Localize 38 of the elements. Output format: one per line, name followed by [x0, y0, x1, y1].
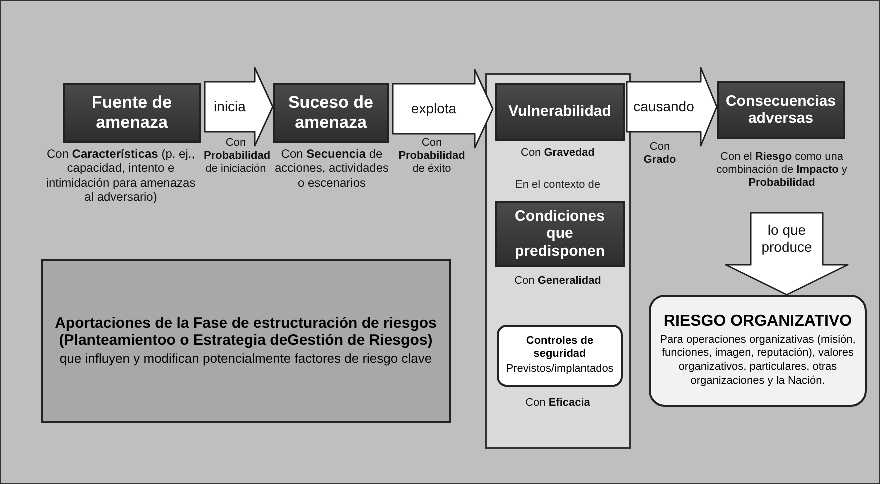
process-box: [273, 83, 389, 143]
edge-label: inicia: [214, 98, 246, 116]
edge-note: Con Grado: [642, 141, 678, 168]
node-description: que influyen y modifican potencialmente factores de riesgo clave: [58, 350, 434, 368]
block-arrow: [626, 67, 718, 147]
control-box: [497, 325, 623, 387]
edge-label: causando: [634, 98, 694, 116]
result-box: [649, 295, 867, 407]
node-caption: Con Eficacia: [524, 397, 592, 410]
process-box: [495, 83, 625, 141]
node-title: Fuente de amenaza: [90, 93, 174, 133]
node-caption: Con Generalidad: [514, 275, 602, 288]
node-title: Aportaciones de la Fase de estructuración de riesgos (Planteamientoo o Estrategia deGestión de Riesgos): [54, 314, 438, 350]
block-arrow: [392, 69, 494, 149]
node-description: Para operaciones organizativas (misión, funciones, imagen, reputación), valores organizativos, particulares, otras organizaciones y la Nación.: [659, 332, 857, 389]
node-title: Controles de seguridad: [525, 335, 595, 361]
node-caption: Con Gravedad: [520, 147, 596, 160]
block-arrow: [204, 67, 274, 147]
edge-label: lo que produce: [760, 222, 814, 256]
block-arrow: [725, 212, 849, 296]
node-title: Vulnerabilidad: [508, 103, 612, 121]
node-caption: Con el Riesgo como una combinación de Impacto y Probabilidad: [716, 151, 848, 191]
edge-note: Con Probabilidad de iniciación: [204, 137, 268, 177]
edge-label: explota: [411, 100, 457, 118]
node-title: Consecuencias adversas: [724, 92, 838, 128]
node-caption: Con Características (p. ej., capacidad, intento e intimidación para amenazas al adversario): [45, 147, 197, 205]
edge-note: Con Probabilidad de éxito: [398, 137, 466, 177]
node-description: Previstos/implantados: [505, 362, 615, 377]
node-caption: Con Secuencia de acciones, actividades o escenarios: [274, 147, 390, 190]
process-box: [495, 201, 625, 267]
node-title: Condiciones que predisponen: [514, 208, 606, 260]
group-panel: [485, 73, 631, 449]
process-box: [63, 83, 201, 143]
node-title: Suceso de amenaza: [287, 93, 375, 133]
node-title: RIESGO ORGANIZATIVO: [662, 313, 854, 332]
input-box: [41, 259, 451, 423]
context-text: En el contexto de: [514, 179, 602, 191]
process-box: [717, 81, 845, 139]
